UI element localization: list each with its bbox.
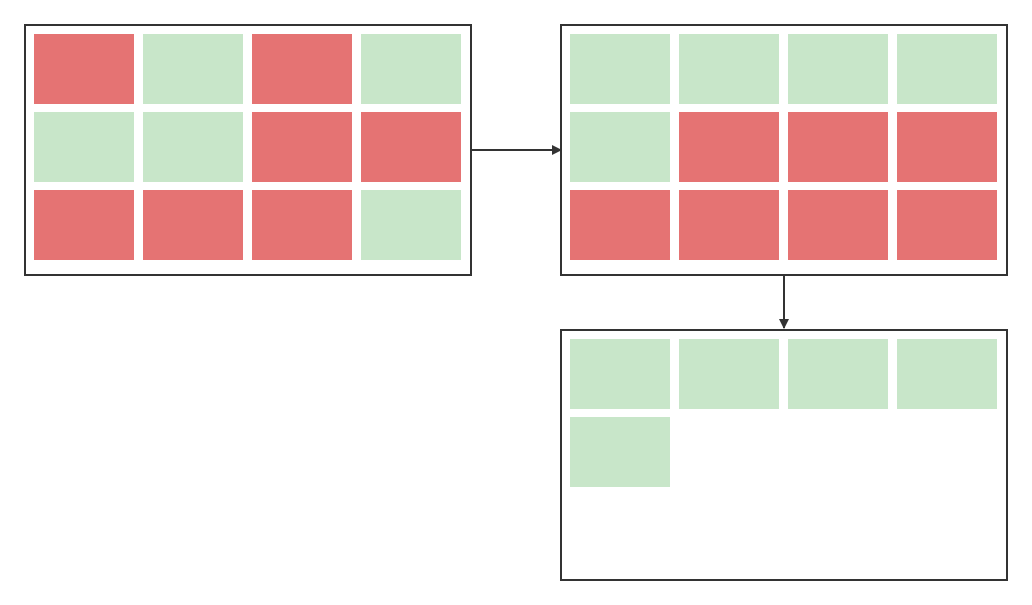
filtered-cell-green: [570, 417, 670, 487]
sorted-grid: [570, 34, 998, 260]
source-cell-green: [143, 112, 243, 182]
filtered-cell-green: [897, 339, 997, 409]
source-cell-red: [34, 34, 134, 104]
source-cell-red: [252, 190, 352, 260]
sorted-cell-red: [570, 190, 670, 260]
filtered-grid: [570, 339, 998, 487]
source-panel: [24, 24, 472, 276]
sorted-cell-green: [679, 34, 779, 104]
sorted-cell-red: [679, 190, 779, 260]
sorted-cell-red: [897, 190, 997, 260]
source-cell-green: [361, 190, 461, 260]
source-cell-green: [143, 34, 243, 104]
sorted-cell-red: [679, 112, 779, 182]
sorted-cell-green: [570, 34, 670, 104]
filtered-cell-green: [679, 339, 779, 409]
source-cell-red: [34, 190, 134, 260]
filtered-cell-green: [570, 339, 670, 409]
sorted-cell-red: [788, 190, 888, 260]
source-grid: [34, 34, 462, 260]
sorted-cell-green: [788, 34, 888, 104]
sorted-cell-green: [897, 34, 997, 104]
source-cell-green: [34, 112, 134, 182]
source-cell-red: [361, 112, 461, 182]
source-cell-green: [361, 34, 461, 104]
filtered-cell-green: [788, 339, 888, 409]
sorted-cell-red: [897, 112, 997, 182]
source-cell-red: [252, 34, 352, 104]
source-cell-red: [143, 190, 243, 260]
sorted-cell-green: [570, 112, 670, 182]
sorted-cell-red: [788, 112, 888, 182]
sorted-panel: [560, 24, 1008, 276]
filtered-panel: [560, 329, 1008, 581]
source-cell-red: [252, 112, 352, 182]
